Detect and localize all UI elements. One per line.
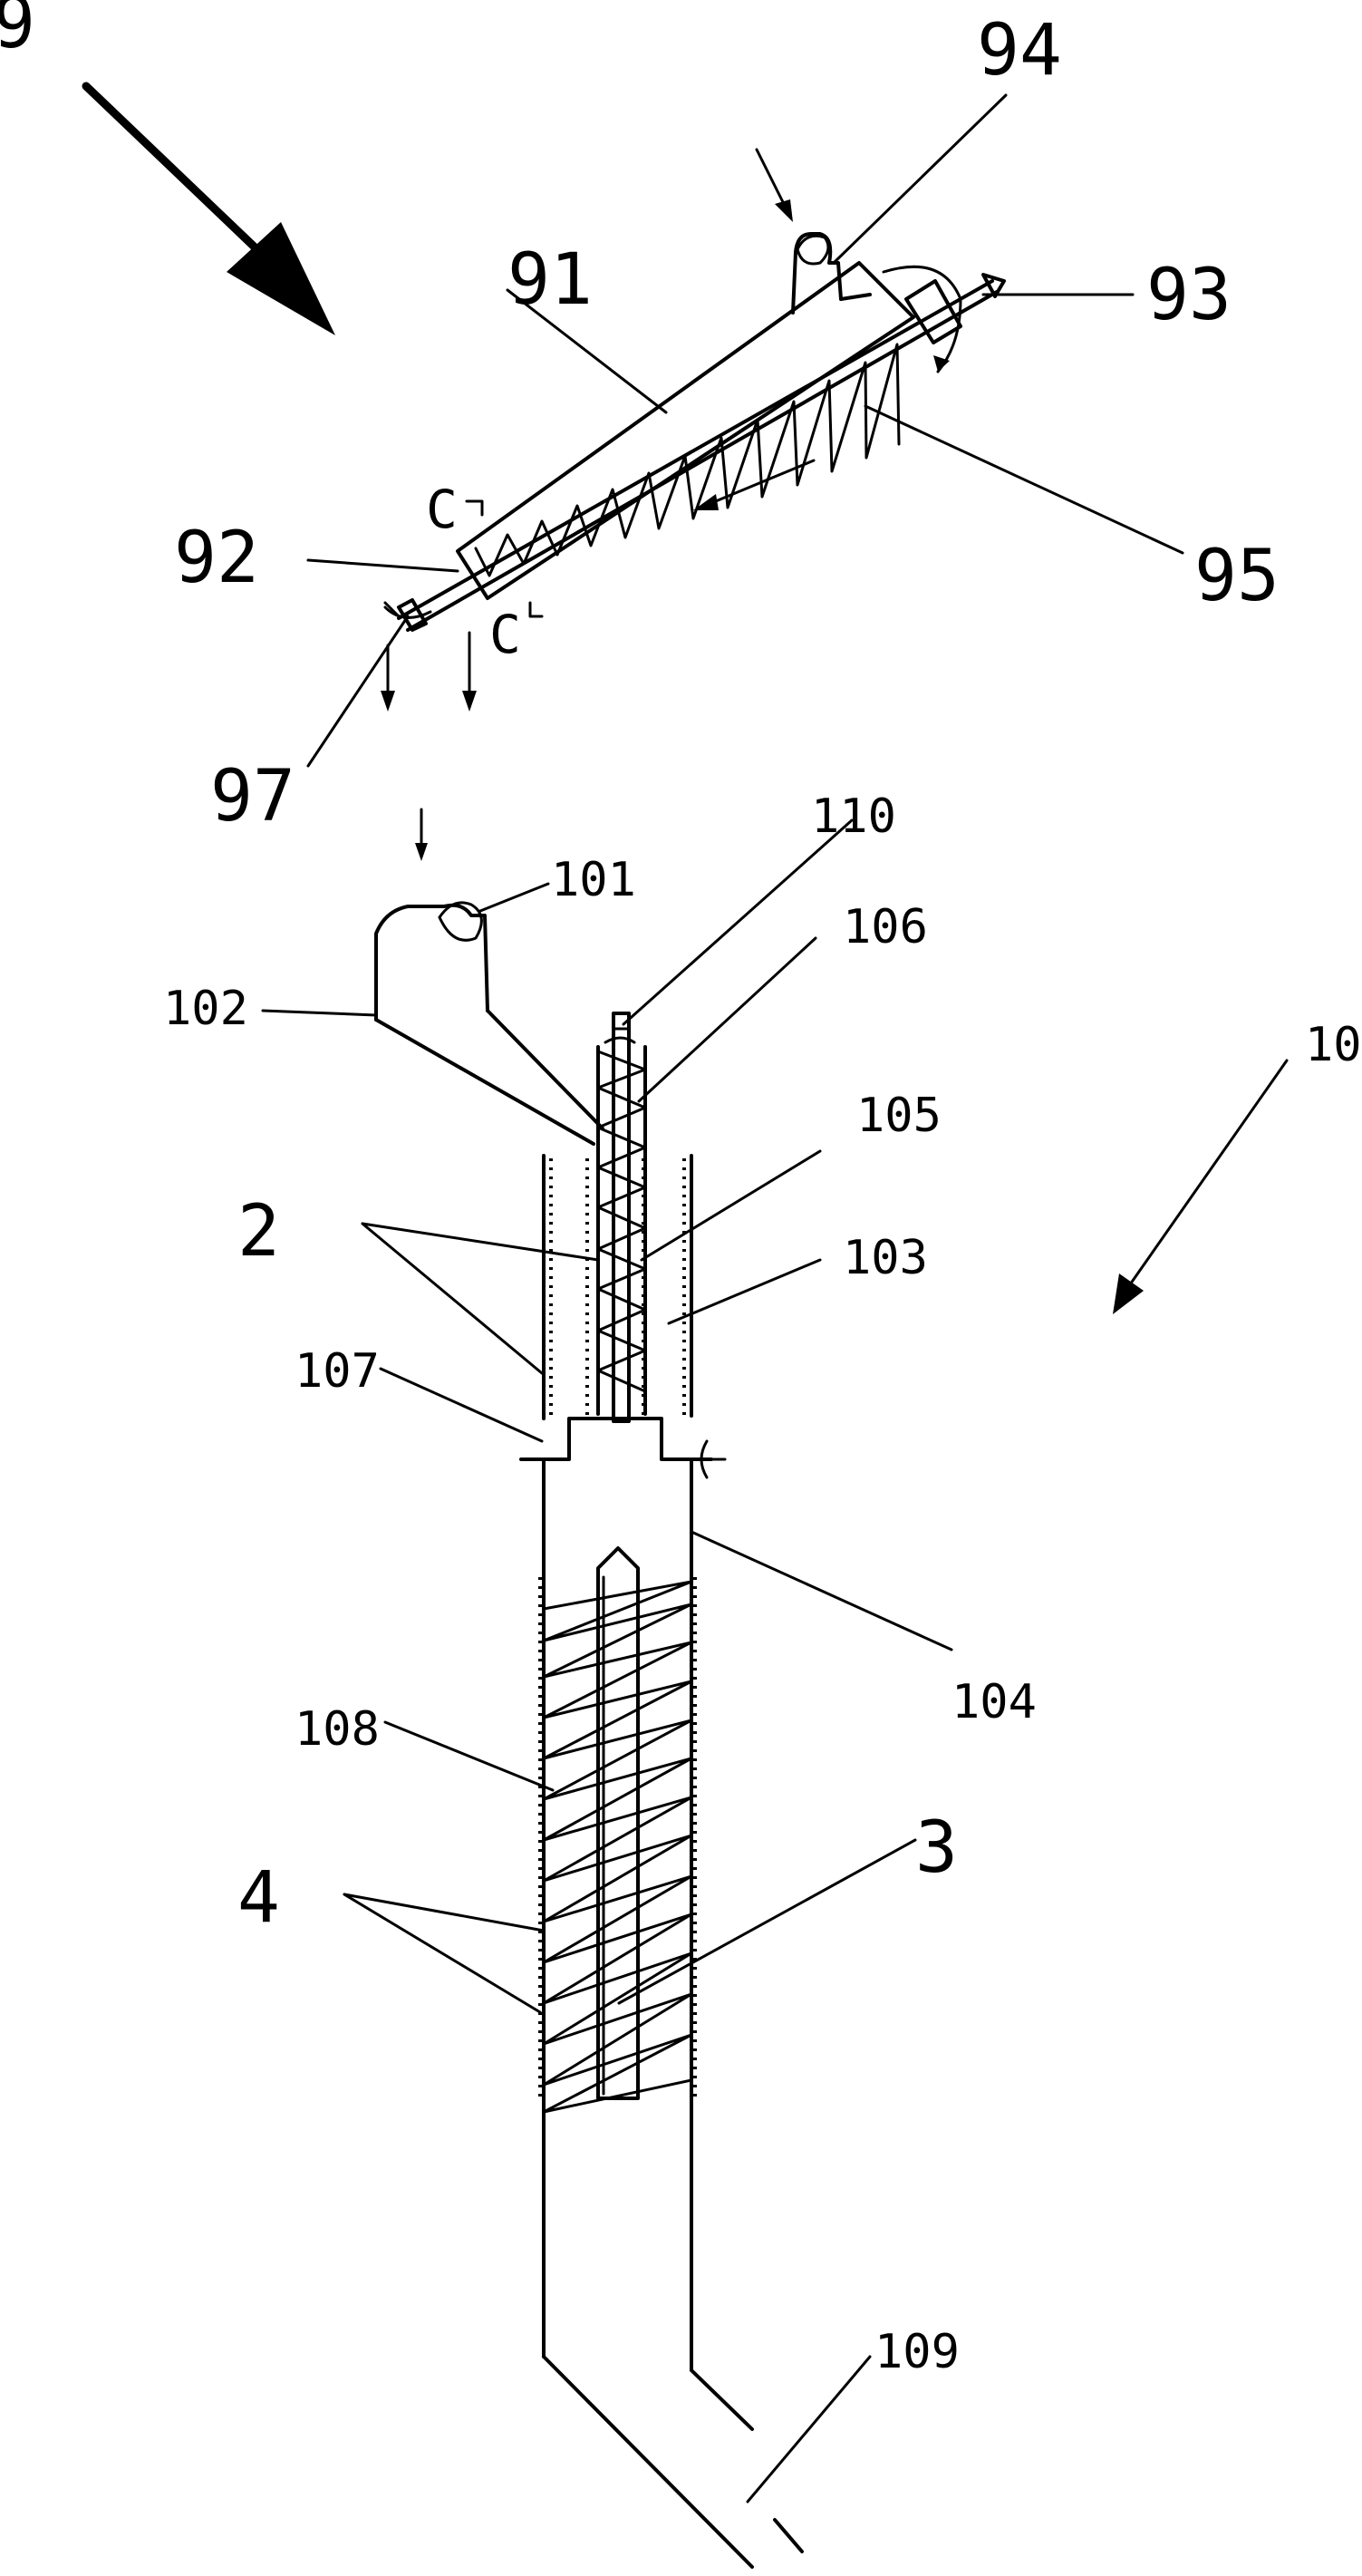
section-label-c-top: C — [426, 479, 458, 540]
label-9: 9 — [0, 0, 35, 64]
label-4: 4 — [237, 1857, 280, 1939]
section-mark-c: C C — [426, 479, 544, 665]
label-109: 109 — [874, 2325, 960, 2379]
reference-labels: 9 94 91 93 92 95 97 110 101 106 102 10 1… — [0, 0, 1362, 2379]
discharge-arrows — [381, 631, 477, 712]
coupling-93 — [882, 265, 962, 373]
flow-arrow-housing — [693, 459, 816, 510]
screw-spiral — [474, 343, 901, 577]
label-101: 101 — [551, 853, 636, 907]
shaft-95 — [397, 273, 1006, 632]
leader-lines-9 — [306, 93, 1184, 768]
feed-arrow-101 — [415, 808, 428, 861]
label-102: 102 — [163, 982, 248, 1036]
section-label-c-bottom: C — [489, 604, 521, 665]
tapered-housing-91 — [456, 261, 915, 600]
label-2: 2 — [237, 1191, 280, 1273]
outlet-109 — [542, 2355, 804, 2569]
label-3: 3 — [915, 1807, 958, 1889]
label-106: 106 — [843, 900, 928, 954]
label-108: 108 — [295, 1702, 380, 1757]
feed-screw-105 — [596, 1012, 647, 1423]
label-95: 95 — [1194, 536, 1280, 617]
label-10: 10 — [1305, 1018, 1362, 1072]
direction-arrow-10 — [1113, 1059, 1289, 1314]
joint-107 — [519, 1417, 727, 1479]
label-94: 94 — [977, 10, 1062, 92]
label-97: 97 — [210, 756, 295, 838]
assembly-9: C C — [82, 82, 1184, 768]
spiral-108 — [542, 1580, 693, 2114]
inlet-94 — [791, 232, 872, 315]
hopper-102 — [374, 901, 604, 1146]
feed-arrow-94 — [755, 148, 793, 222]
leader-lines-10 — [261, 818, 953, 2503]
assembly-10 — [261, 808, 1289, 2569]
label-93: 93 — [1146, 255, 1232, 336]
label-107: 107 — [295, 1344, 380, 1399]
label-104: 104 — [951, 1675, 1037, 1729]
label-92: 92 — [174, 518, 259, 599]
label-103: 103 — [843, 1231, 928, 1285]
label-91: 91 — [507, 239, 593, 321]
label-105: 105 — [856, 1089, 942, 1143]
label-110: 110 — [811, 789, 896, 844]
direction-arrow-9 — [82, 82, 335, 335]
